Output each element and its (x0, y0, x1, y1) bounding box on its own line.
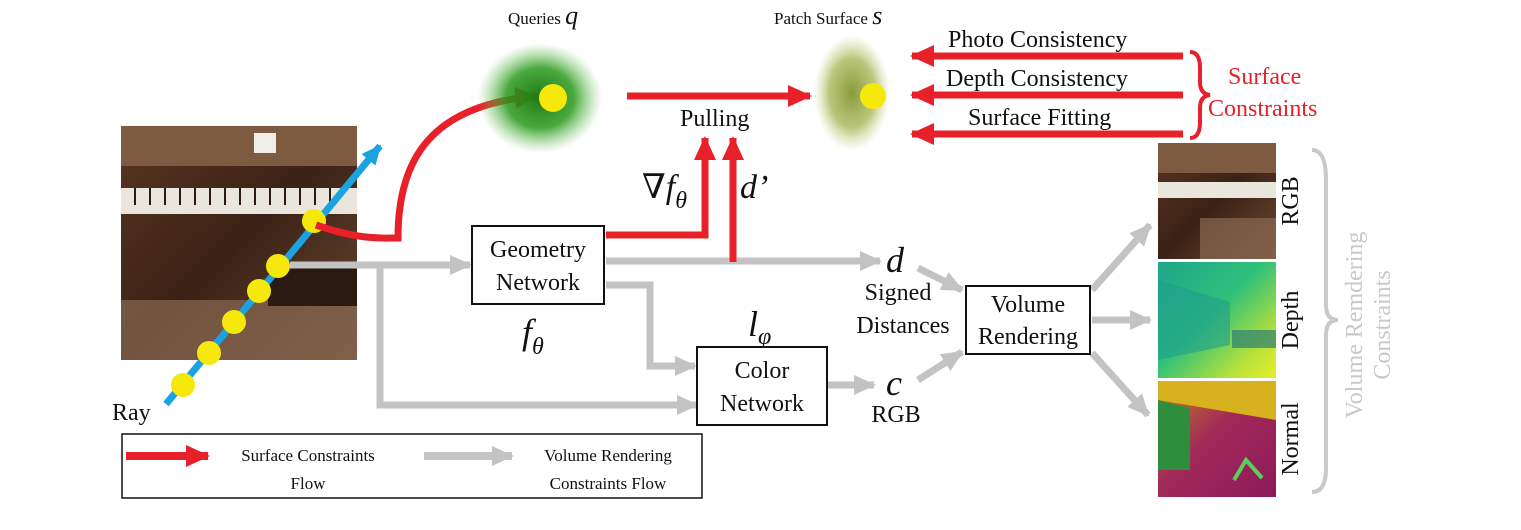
output-normal-label: Normal (1278, 402, 1304, 476)
l-phi-symbol: lφ (748, 304, 771, 350)
pulling-label: Pulling (680, 106, 749, 132)
f-theta-symbol: fθ (522, 312, 544, 360)
legend: Surface Constraints Flow Volume Renderin… (121, 433, 703, 499)
output-normal-image (1158, 381, 1276, 497)
legend-red-line2: Flow (291, 474, 327, 493)
signed-distances-line1: Signed (865, 280, 932, 306)
color-network-line1: Color (735, 358, 790, 384)
volume-rendering-line1: Volume (991, 292, 1065, 318)
volume-rendering-constraints-line1: Volume Remdering (1342, 232, 1368, 419)
volume-rendering-flow (290, 222, 1153, 418)
output-rgb-label: RGB (1278, 176, 1304, 225)
legend-red-line1: Surface Constraints (241, 446, 375, 465)
legend-gray-line2: Constraints Flow (550, 474, 667, 493)
surface-constraints-brace (1189, 50, 1211, 140)
d-prime-symbol: d’ (740, 169, 768, 206)
d-symbol: d (886, 240, 905, 280)
depth-consistency-label: Depth Consistency (946, 66, 1128, 92)
patch-surface-label: Patch Surface s (774, 1, 882, 30)
volume-rendering-brace (1311, 148, 1339, 494)
queries-point-cloud (478, 43, 602, 153)
ray-sample-points (171, 209, 326, 397)
output-depth-image (1158, 262, 1276, 378)
rgb-label: RGB (871, 402, 920, 428)
photo-consistency-label: Photo Consistency (948, 27, 1127, 53)
geometry-network-box (471, 225, 605, 305)
patch-surface-point-cloud (814, 35, 890, 151)
geometry-network-line1: Geometry (490, 237, 586, 263)
legend-gray-line1: Volume Rendering (544, 446, 672, 465)
surface-constraints-flow (314, 45, 1183, 262)
volume-rendering-box (965, 285, 1091, 355)
ray-label: Ray (112, 400, 151, 426)
color-network-box (696, 346, 828, 426)
color-network-line2: Network (720, 391, 804, 417)
surface-constraints-line2: Constraints (1208, 96, 1317, 122)
surface-fitting-label: Surface Fitting (968, 105, 1111, 131)
surface-constraints-line1: Surface (1228, 64, 1301, 90)
output-depth-label: Depth (1278, 291, 1304, 350)
queries-label: Queries q (508, 1, 578, 30)
geometry-network-line2: Network (496, 270, 580, 296)
gradient-f-symbol: ∇fθ (642, 169, 687, 214)
volume-rendering-constraints-line2: Constraints (1370, 270, 1396, 379)
c-symbol: c (886, 363, 902, 403)
output-rgb-image (1158, 143, 1276, 259)
volume-rendering-line2: Rendering (978, 324, 1078, 350)
signed-distances-line2: Distances (856, 313, 949, 339)
